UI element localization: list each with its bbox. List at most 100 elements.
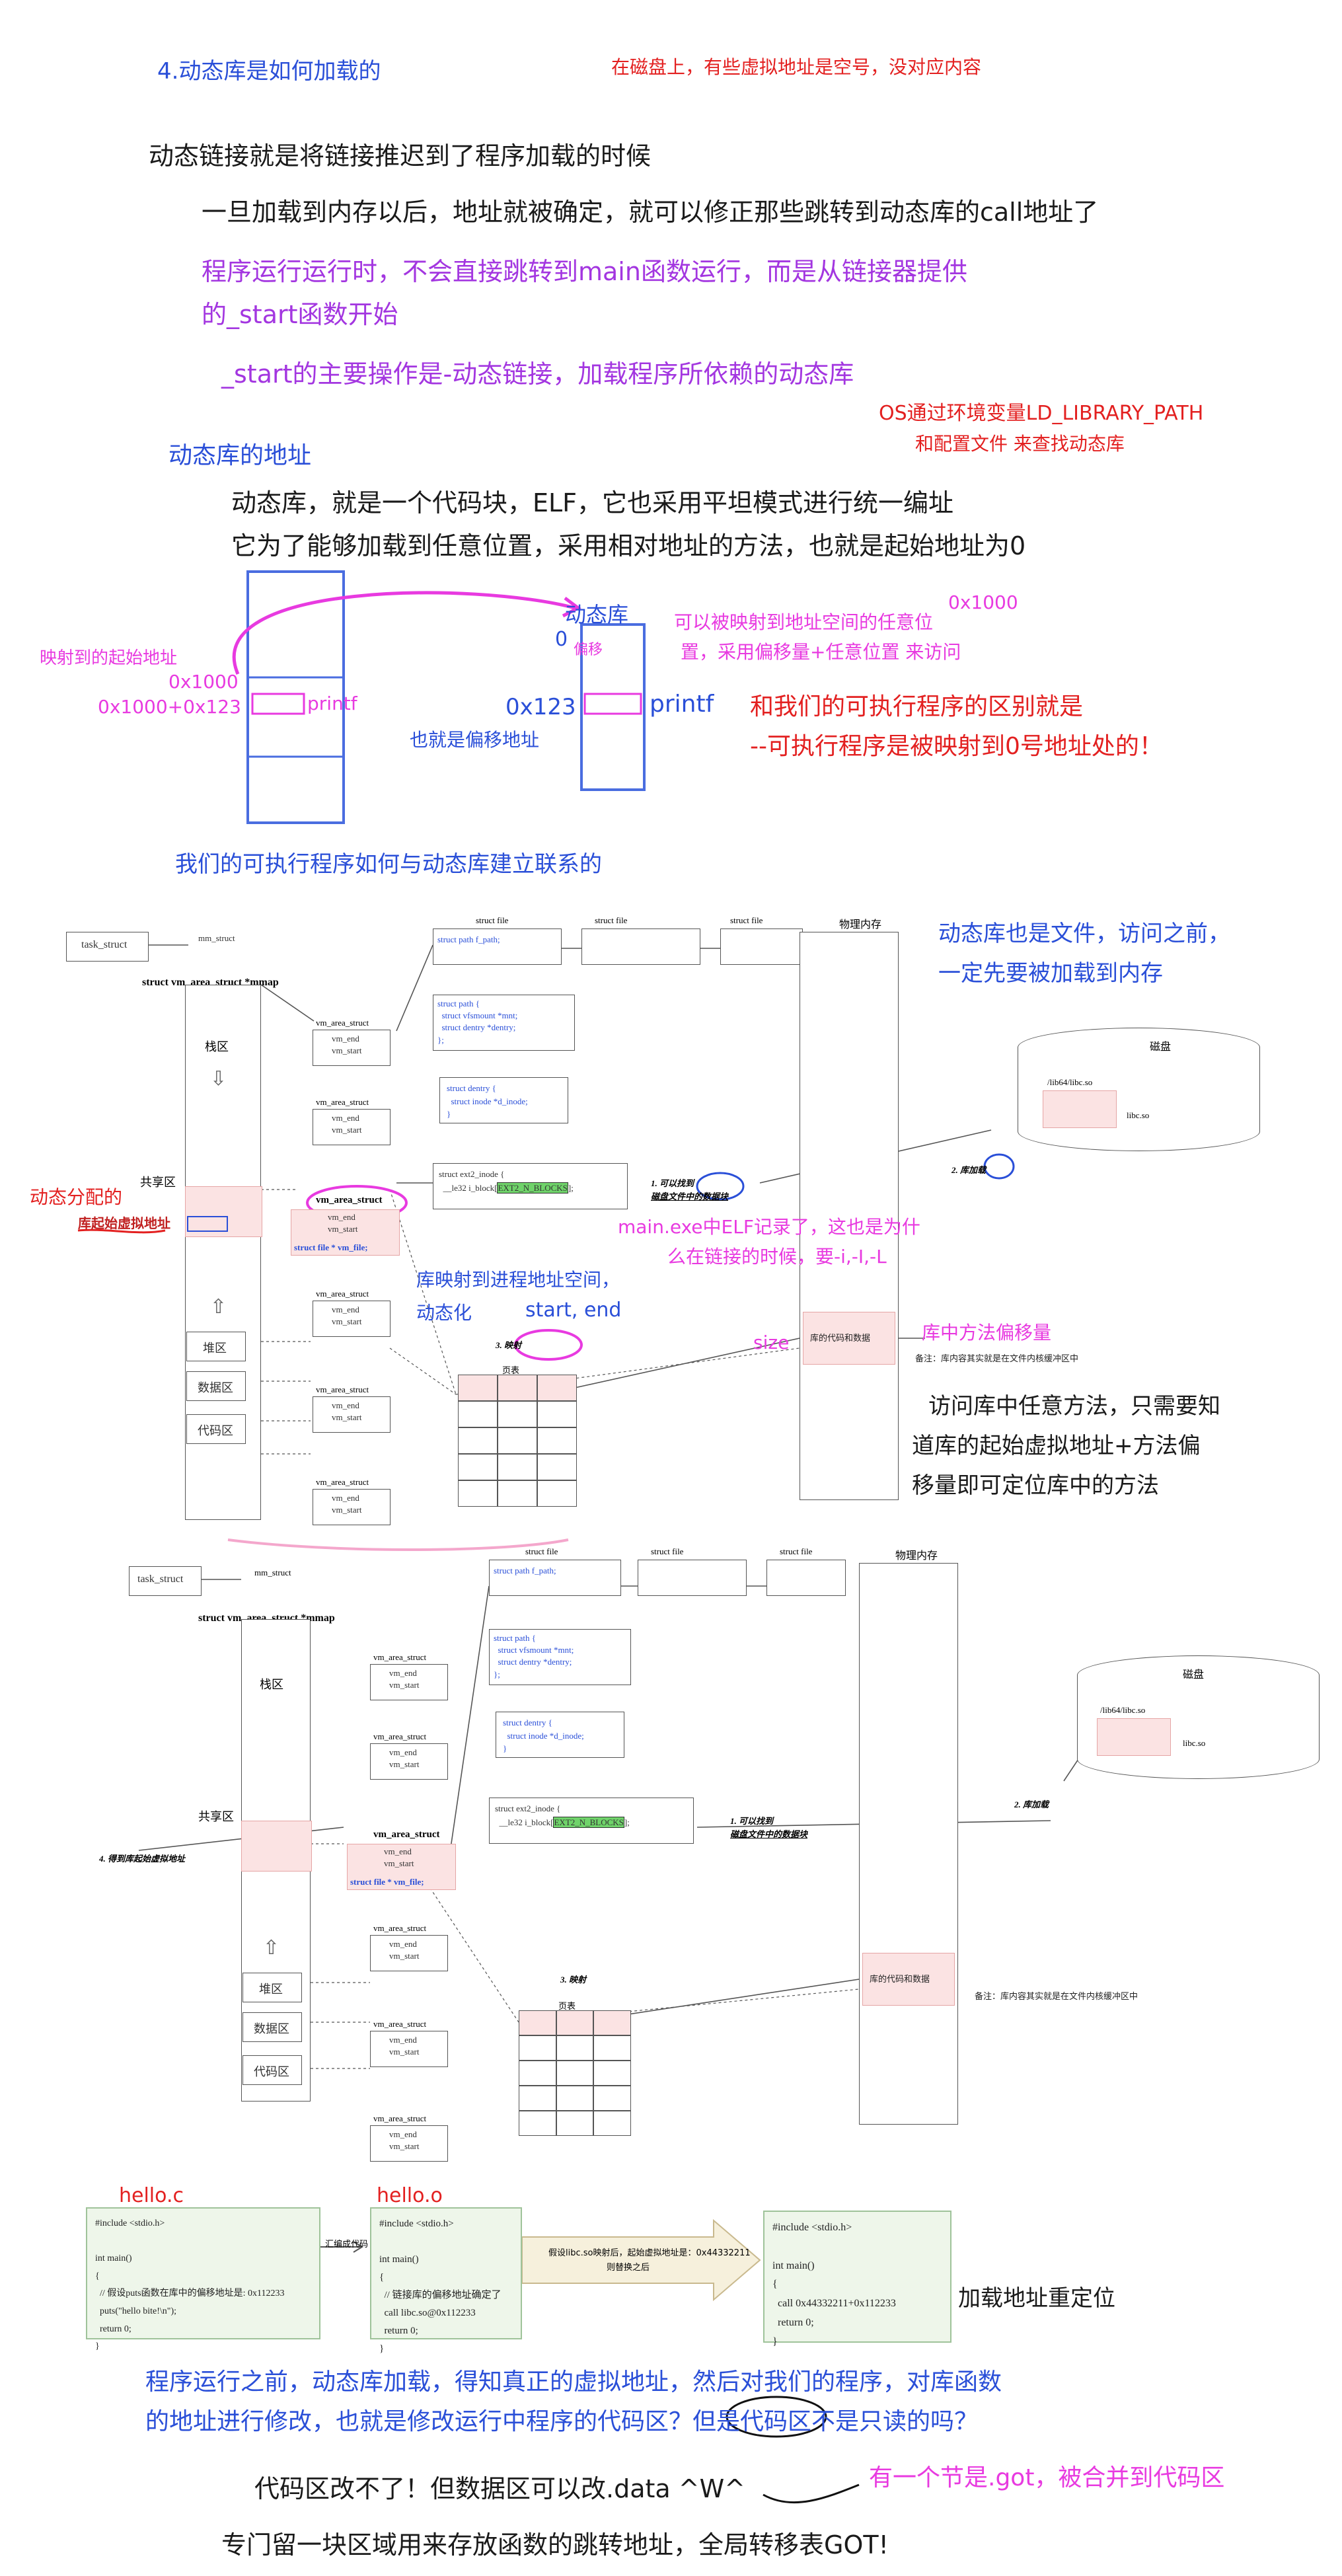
ann-dyn: 动态分配的 (30, 1186, 123, 1208)
lib-note: 备注：库内容其实就是在文件内核缓冲区中 (915, 1354, 1079, 1364)
reloc-label: 加载地址重定位 (958, 2285, 1115, 2312)
disk-cylinder (1018, 1028, 1260, 1151)
note-b: 置，采用偏移量+任意位置 来访问 (681, 641, 961, 663)
disk-cylinder-2 (1077, 1655, 1320, 1779)
phys-mem-label: 物理内存 (839, 919, 882, 930)
find2-label-b: 磁盘文件中的数据块 (730, 1829, 808, 1839)
shared-region-2 (241, 1821, 312, 1872)
phys-mem2-column (859, 1563, 958, 2125)
vas2-label-5: vm_area_struct (373, 2113, 427, 2123)
find-label-a: 1. 可以找到 (651, 1178, 694, 1188)
lib-note-2: 备注：库内容其实就是在文件内核缓冲区中 (975, 1992, 1138, 2002)
vm-file-ptr-2: struct file * vm_file; (350, 1877, 424, 1887)
heap-box: 堆区 (186, 1332, 246, 1361)
struct-file2-label-3: struct file (780, 1546, 813, 1556)
libpath-label: /lib64/libc.so (1047, 1077, 1093, 1087)
struct-dentry2-box: struct dentry { struct inode *d_inode; } (496, 1712, 624, 1758)
stack-label: 栈区 (205, 1040, 229, 1053)
diff-a: 和我们的可执行程序的区别就是 (750, 693, 1084, 720)
vas2-label-1: vm_area_struct (373, 1652, 427, 1662)
footer-4: 专门留一块区域用来存放函数的跳转地址，全局转移表GOT! (221, 2530, 889, 2559)
libpath2-label: /lib64/libc.so (1100, 1705, 1146, 1715)
struct-file-label-2: struct file (595, 915, 628, 925)
shared-label: 共享区 (140, 1176, 176, 1189)
lib-code-box: 库的代码和数据 (803, 1312, 895, 1365)
vas-label-1: vm_area_struct (316, 1018, 369, 1028)
ann-elf-a: main.exe中ELF记录了，这也是为什 (618, 1216, 920, 1238)
ann-file-a: 动态库也是文件，访问之前， (938, 921, 1230, 947)
struct-file-box-2 (581, 928, 700, 965)
printf-right: printf (650, 691, 714, 718)
struct-file-label-1: struct file (476, 915, 509, 925)
section-2-title: 动态库的地址 (168, 442, 312, 469)
arrow-up-icon: ⇧ (210, 1295, 227, 1318)
section-3-title: 我们的可执行程序如何与动态库建立联系的 (175, 851, 602, 878)
code-box-2: 代码区 (242, 2055, 302, 2085)
stack-label-2: 栈区 (260, 1678, 283, 1691)
footer-3: 代码区改不了！但数据区可以改.data ^W^ (254, 2474, 746, 2503)
line-4: _start的主要操作是-动态链接，加载程序所依赖的动态库 (221, 360, 854, 389)
find2-label-a: 1. 可以找到 (730, 1816, 774, 1826)
ann-elf-b: 么在链接的时候，要-i,-I,-L (667, 1246, 887, 1268)
line-5a: OS通过环境变量LD_LIBRARY_PATH (879, 402, 1204, 425)
line-2: 一旦加载到内存以后，地址就被确定，就可以修正那些跳转到动态库的call地址了 (202, 198, 1099, 227)
disk2-label: 磁盘 (1183, 1669, 1205, 1681)
libc2-file-block (1097, 1718, 1171, 1756)
struct-file-label-3: struct file (730, 915, 763, 925)
vas-label-4: vm_area_struct (316, 1384, 369, 1394)
vas2-label-4: vm_area_struct (373, 2019, 427, 2029)
vas2-bold-label: vm_area_struct (373, 1829, 440, 1840)
mm-struct-label: mm_struct (198, 933, 235, 943)
struct-file2-label-2: struct file (651, 1546, 684, 1556)
line-6: 动态库，就是一个代码块，ELF，它也采用平坦模式进行统一编址 (231, 488, 954, 517)
addr-0x123: 0x123 (505, 694, 576, 720)
ann-libstart: 库起始虚拟地址 (78, 1215, 170, 1231)
shared-region (185, 1186, 262, 1237)
section-title: 4.动态库是如何加载的 (157, 58, 381, 85)
zero-label: 0 (555, 628, 568, 651)
struct-path2-box: struct path { struct vfsmount *mnt; stru… (489, 1629, 631, 1685)
struct-file2-label-1: struct file (525, 1546, 558, 1556)
code-box-relocated: #include <stdio.h> int main() { call 0x4… (763, 2211, 951, 2347)
mm-struct-label-2: mm_struct (254, 1568, 291, 1577)
page-table-grid-1 (458, 1375, 577, 1507)
arrow-text-b: 则替换之后 (607, 2263, 650, 2273)
disk-label: 磁盘 (1150, 1042, 1172, 1053)
ann-access-a: 访问库中任意方法，只需要知 (928, 1393, 1220, 1420)
addr-0x1123: 0x1000+0x123 (98, 696, 241, 718)
ox1000-right: 0x1000 (948, 591, 1018, 613)
struct-file2-box-2 (638, 1560, 747, 1596)
arrow-up-icon-2: ⇧ (263, 1936, 280, 1959)
shared-label-2: 共享区 (198, 1810, 234, 1823)
struct-file2-box-1: struct path f_path; (489, 1560, 621, 1596)
line-3b: 的_start函数开始 (202, 300, 398, 329)
side-note: 在磁盘上，有些虚拟地址是空号，没对应内容 (611, 56, 982, 78)
code-box: 代码区 (186, 1414, 246, 1444)
offset-addr-label: 也就是偏移地址 (410, 729, 540, 751)
vas-label-5: vm_area_struct (316, 1477, 369, 1487)
line-1: 动态链接就是将链接推迟到了程序加载的时候 (149, 141, 652, 170)
footer-2: 的地址进行修改，也就是修改运行中程序的代码区？但是代码区不是只读的吗？ (145, 2408, 979, 2435)
line-5b: 和配置文件 来查找动态库 (915, 433, 1125, 455)
load2-label: 2. 库加载 (1014, 1799, 1049, 1809)
hello-o-label: hello.o (377, 2184, 443, 2207)
vas-label-3: vm_area_struct (316, 1289, 369, 1299)
line-3a: 程序运行运行时，不会直接跳转到main函数运行，而是从链接器提供 (202, 257, 967, 286)
struct-file2-box-3 (766, 1560, 846, 1596)
heap-box-2: 堆区 (242, 1973, 302, 2002)
data-box: 数据区 (186, 1371, 246, 1401)
page-table-grid-2 (519, 2010, 631, 2136)
printf-left: printf (307, 693, 357, 714)
footer-3b: 有一个节是.got，被合并到代码区 (869, 2464, 1225, 2491)
footer-1: 程序运行之前，动态库加载，得知真正的虚拟地址，然后对我们的程序，对库函数 (145, 2368, 1002, 2396)
arrow-text-a: 假设libc.so映射后，起始虚拟地址是：0x44332211 (548, 2248, 751, 2258)
